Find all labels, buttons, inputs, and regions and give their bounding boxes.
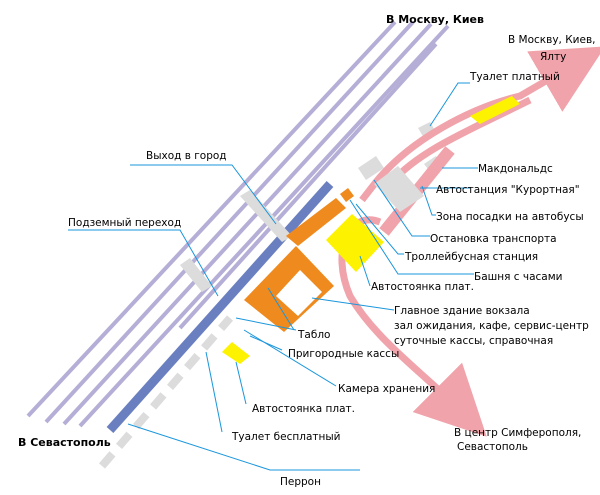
leader-bus-boarding	[421, 185, 436, 216]
label-bus-boarding: Зона посадки на автобусы	[436, 211, 584, 223]
label-mcdonalds: Макдональдс	[478, 163, 553, 175]
parking-areas	[222, 96, 520, 364]
label-main-building-line3: суточные кассы, справочная	[394, 335, 553, 347]
leader-board-2	[235, 317, 297, 331]
underpass-passage	[180, 258, 212, 292]
label-luggage-storage: Камера хранения	[338, 383, 435, 395]
exit-passage	[240, 190, 292, 242]
track-1	[26, 20, 397, 418]
label-main-building-line2: зал ожидания, кафе, сервис-центр	[394, 320, 589, 332]
parking-paid-small	[222, 342, 250, 364]
track-4	[78, 24, 450, 428]
leader-main-building	[311, 297, 395, 311]
label-suburban-cashiers: Пригородные кассы	[288, 348, 399, 360]
direction-center-line2: Севастополь	[457, 441, 528, 453]
platform	[106, 181, 334, 433]
label-main-building-line1: Главное здание вокзала	[394, 305, 530, 317]
leader-trolleybus	[355, 203, 404, 255]
track-2	[44, 20, 415, 424]
track-3	[62, 22, 433, 426]
main-building-courtyard	[276, 270, 322, 316]
platform-extension	[98, 315, 234, 469]
label-board: Табло	[297, 329, 330, 341]
label-bus-station: Автостанция "Курортная"	[436, 184, 580, 196]
main-station-building	[244, 188, 354, 332]
station-wing	[286, 198, 346, 246]
clock-tower	[340, 188, 354, 202]
direction-moscow-kiev-top: В Москву, Киев	[386, 13, 484, 26]
label-parking-paid-main: Автостоянка плат.	[371, 281, 474, 293]
leader-toilet-free	[205, 351, 223, 433]
label-toilet-paid: Туалет платный	[469, 71, 560, 83]
label-trolleybus-station: Троллейбусная станция	[404, 251, 538, 263]
track-5	[178, 42, 438, 330]
leader-parking-small	[235, 361, 247, 405]
bus-station-building	[374, 166, 424, 212]
label-transport-stop: Остановка транспорта	[430, 233, 557, 245]
leader-luggage	[243, 329, 337, 387]
leader-platform	[127, 423, 360, 471]
stop-shelter	[358, 156, 384, 180]
label-exit-to-city: Выход в город	[146, 150, 227, 162]
leader-toilet-paid	[429, 82, 470, 127]
direction-sevastopol: В Севастополь	[18, 436, 111, 449]
direction-center-line1: В центр Симферополя,	[454, 427, 581, 439]
parking-paid-toilet	[470, 96, 520, 124]
leader-clock-tower	[349, 199, 474, 275]
parking-paid-main	[326, 214, 384, 272]
label-parking-paid-small: Автостоянка плат.	[252, 403, 355, 415]
direction-moscow-kiev-yalta-line2: Ялту	[540, 51, 566, 63]
leader-transport-stop	[373, 179, 430, 237]
direction-moscow-kiev-yalta-line1: В Москву, Киев,	[508, 34, 595, 46]
label-platform: Перрон	[280, 476, 321, 488]
leader-parking-main	[359, 255, 371, 287]
railway-tracks	[26, 20, 450, 428]
leader-lines	[68, 82, 478, 471]
leader-underpass	[68, 229, 219, 297]
leader-board	[267, 287, 295, 331]
label-underpass: Подземный переход	[68, 217, 181, 229]
label-toilet-free: Туалет бесплатный	[231, 431, 341, 443]
leader-exit	[130, 164, 277, 225]
label-clock-tower: Башня с часами	[474, 271, 562, 283]
